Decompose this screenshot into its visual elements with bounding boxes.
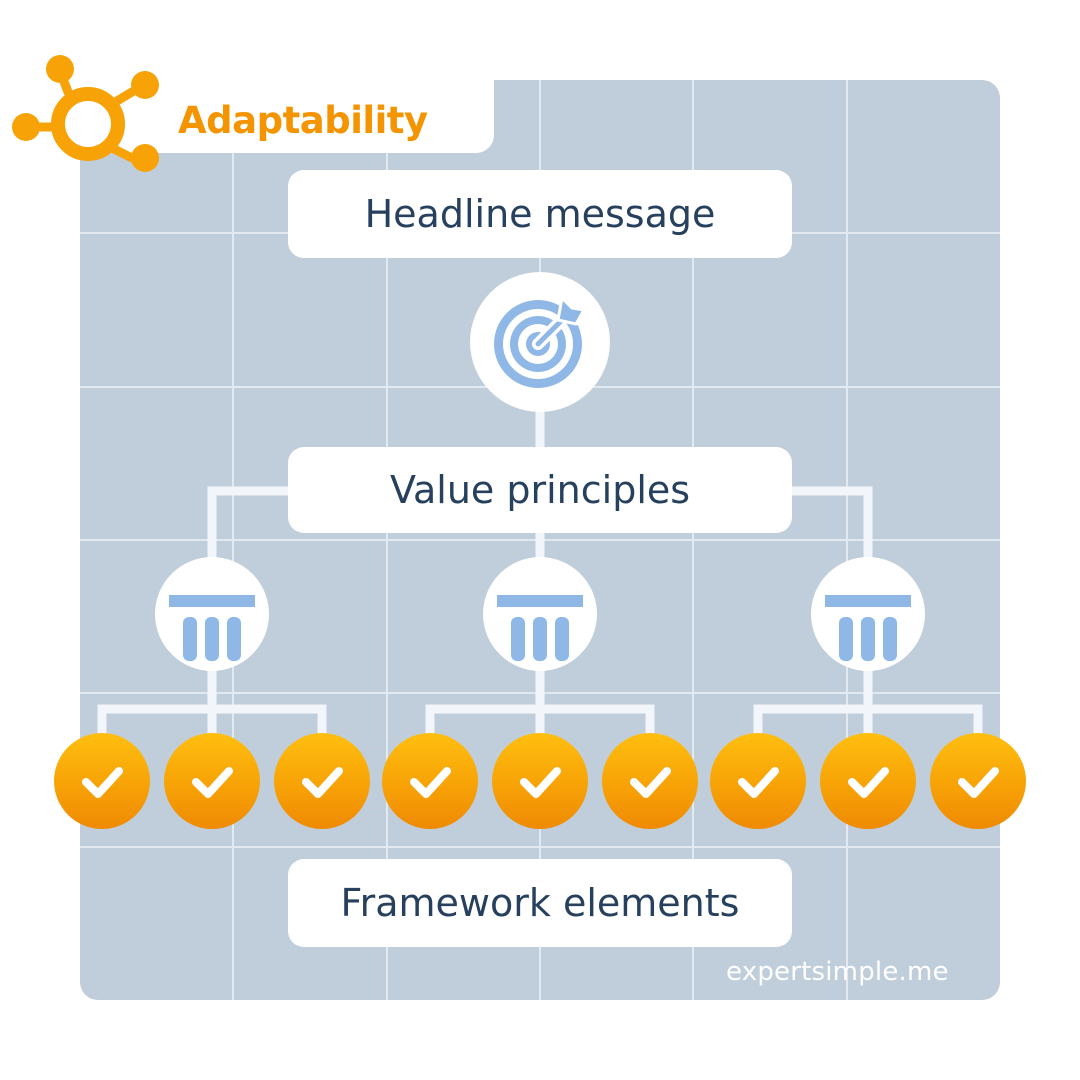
pillar-circle — [811, 557, 925, 671]
framework-element — [820, 733, 916, 829]
framework-elements-box: Framework elements — [288, 859, 792, 947]
pillar-icon — [497, 595, 583, 661]
pillar-icon — [169, 595, 255, 661]
title-tab — [0, 0, 494, 153]
watermark: expertsimple.me — [726, 957, 949, 987]
framework-element — [274, 733, 370, 829]
page-title: Adaptability — [178, 99, 428, 142]
framework-element — [930, 733, 1026, 829]
framework-element — [54, 733, 150, 829]
checkmark-icon — [82, 767, 123, 798]
pillar-icon — [825, 595, 911, 661]
checkmark-icon — [958, 767, 999, 798]
headline-message-label: Headline message — [364, 192, 716, 236]
target-arrow-icon — [494, 296, 586, 388]
checkmark-icon — [738, 767, 779, 798]
framework-element — [492, 733, 588, 829]
checkmark-icon — [630, 767, 671, 798]
pillar-circle — [483, 557, 597, 671]
pillar-circle — [155, 557, 269, 671]
value-principles-box: Value principles — [288, 447, 792, 533]
checkmark-icon — [520, 767, 561, 798]
checkmark-icon — [302, 767, 343, 798]
framework-element — [710, 733, 806, 829]
checkmark-icon — [410, 767, 451, 798]
headline-icon-circle — [470, 272, 610, 412]
hub-network-icon — [12, 55, 159, 172]
value-principles-label: Value principles — [389, 468, 691, 512]
headline-message-box: Headline message — [288, 170, 792, 258]
framework-element — [164, 733, 260, 829]
checkmark-icon — [848, 767, 889, 798]
checkmark-icon — [192, 767, 233, 798]
framework-element — [602, 733, 698, 829]
grid-line — [80, 846, 1000, 848]
framework-elements-label: Framework elements — [340, 881, 740, 925]
framework-element — [382, 733, 478, 829]
